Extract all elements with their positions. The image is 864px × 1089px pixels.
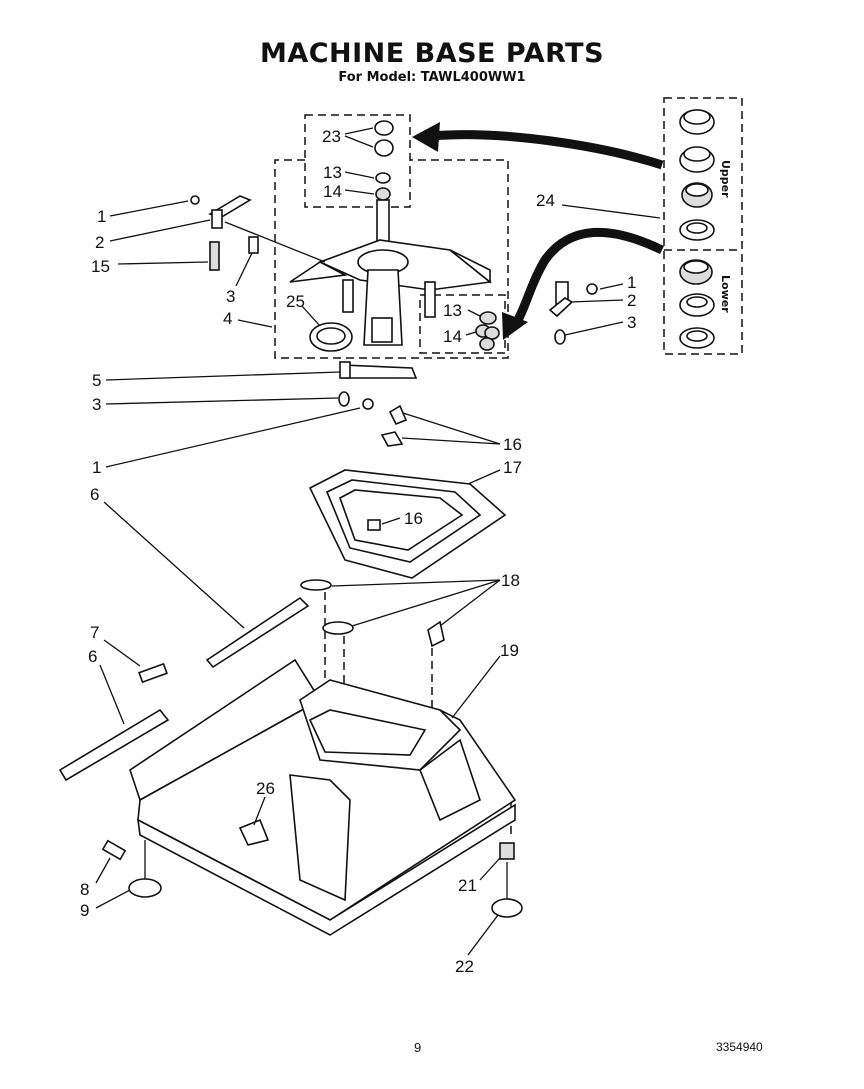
callout-13-top: 13 [323,163,342,182]
bracket-5 [338,361,418,410]
callout-9: 9 [80,901,89,920]
upper-arrow [431,130,664,170]
callout-1-left: 1 [97,207,106,226]
callout-1-mid: 1 [92,458,101,477]
callout-5: 5 [92,371,101,390]
callout-21: 21 [458,876,477,895]
lower-bearings [679,259,715,349]
callout-24: 24 [536,191,555,210]
side-nuts [475,311,500,351]
callout-23: 23 [322,127,341,146]
callout-3-left: 3 [226,287,235,306]
page-title: MACHINE BASE PARTS [259,38,605,69]
callout-22: 22 [455,957,474,976]
callout-7: 7 [90,623,99,642]
callout-1-right: 1 [627,273,636,292]
callout-13-side: 13 [443,301,462,320]
callout-6-upper: 6 [90,485,99,504]
callout-14-side: 14 [443,327,462,346]
document-number: 3354940 [716,1040,763,1054]
gearcase-assembly [289,199,492,346]
callout-6-lower: 6 [88,647,97,666]
callout-4: 4 [223,309,232,328]
callout-3-right: 3 [627,313,636,332]
callout-8: 8 [80,880,89,899]
clips-18 [300,579,445,648]
lower-label: Lower [719,275,732,313]
callout-16-frame: 16 [404,509,423,528]
side-fastener-box [419,294,506,354]
callout-3-mid: 3 [92,395,101,414]
callout-19: 19 [500,641,519,660]
lower-arrow [511,227,664,328]
callout-2-left: 2 [95,233,104,252]
upper-arrow-head [412,122,440,152]
frame-17 [308,404,507,579]
callout-17: 17 [503,458,522,477]
model-subtitle: For Model: TAWL400WW1 [338,70,526,85]
bearing-kit-box [663,97,743,355]
machine-base-19 [129,658,517,936]
lower-arrow-head [502,312,528,340]
callout-25: 25 [286,292,305,311]
leader-lines [95,127,661,956]
callout-26: 26 [256,779,275,798]
callout-18: 18 [501,571,520,590]
callout-14-top: 14 [323,182,342,201]
gearcase-box [274,159,509,359]
upper-bearings [679,109,715,241]
feet [101,839,523,918]
callout-15: 15 [91,257,110,276]
callout-2-right: 2 [627,291,636,310]
right-bracket [548,281,598,345]
left-bracket [190,195,326,271]
upper-label: Upper [719,160,732,198]
top-fastener-box [304,114,411,208]
page-number: 9 [414,1040,422,1055]
callout-16-top: 16 [503,435,522,454]
top-nuts [374,120,394,201]
rails-6 [58,596,310,782]
